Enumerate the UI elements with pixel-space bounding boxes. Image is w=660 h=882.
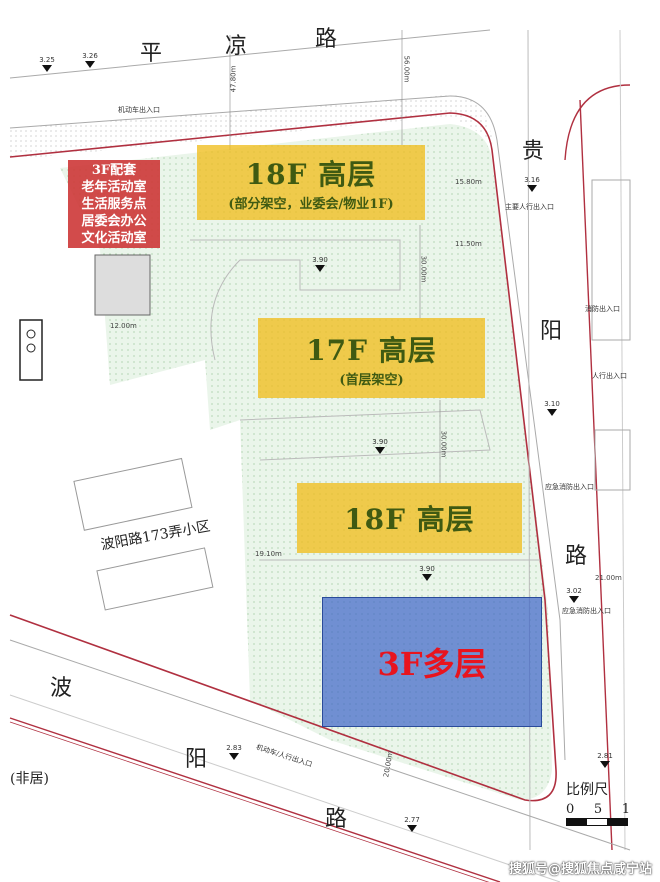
watermark: 搜狐号@搜狐焦点咸宁站 [508,862,652,877]
building-17f[interactable]: 17F 高层 (首层架空) [258,318,485,398]
triangle-icon [315,265,325,272]
amenity-line: 生活服务点 [81,196,147,212]
elevation-marker: 3.90 [368,438,392,454]
elevation-marker: 3.26 [78,52,102,68]
building-label: 18F 高层 [344,503,475,536]
elevation-marker: 3.90 [308,256,332,272]
road-name-char: 阳 [185,747,208,772]
building-3f-lowrise[interactable]: 3F多层 [322,597,542,727]
dimension-label: 15.80m [455,178,482,186]
scale-bar-graphic [566,818,628,826]
dimension-label: 11.50m [455,240,482,248]
triangle-icon [407,825,417,832]
road-name-char: 阳 [540,319,563,344]
elevation-marker: 3.90 [415,565,439,581]
amenity-line: 3F配套 [91,162,137,178]
elevation-marker: 3.10 [540,400,564,416]
dimension-label: 30.00m [419,255,428,283]
triangle-icon [229,753,239,760]
amenity-line: 老年活动室 [81,179,147,195]
dimension-label: 56.00m [402,55,411,83]
entrance-label: 消防出入口 [585,305,620,313]
entrance-label: 应急消防出入口 [562,607,611,615]
scale-tick: 5 [593,802,603,817]
entrance-label: 机动车出入口 [118,106,160,114]
triangle-icon [375,447,385,454]
dimension-label: 12.00m [110,322,137,330]
dimension-label: 30.00m [439,430,448,458]
road-name-char: 路 [325,807,348,832]
entrance-label: 人行出入口 [592,372,627,380]
building-18f-south[interactable]: 18F 高层 [297,483,522,553]
elevation-marker: 2.77 [400,816,424,832]
amenity-line: 文化活动室 [81,230,147,246]
building-label: 18F 高层 [245,158,377,191]
scale-tick: 1 [621,802,630,817]
road-name-char: 波 [50,676,73,701]
entrance-label: 应急消防出入口 [545,483,594,491]
dimension-label: 47.80m [229,65,238,93]
amenity-box[interactable]: 3F配套 老年活动室 生活服务点 居委会办公 文化活动室 [68,160,160,248]
dimension-label: 21.00m [595,574,622,582]
elevation-marker: 3.25 [35,56,59,72]
building-18f-north[interactable]: 18F 高层 (部分架空，业委会/物业1F) [197,145,425,220]
road-name-char: 路 [565,544,588,569]
road-name-char: 路 [315,27,338,52]
elevation-marker: 2.81 [593,752,617,768]
road-name-char: 凉 [225,34,248,59]
road-name-char: 贵 [522,139,545,164]
non-residential-label: (非居) [10,771,49,787]
triangle-icon [85,61,95,68]
site-boundary [9,112,557,802]
triangle-icon [547,409,557,416]
scale-title: 比例尺 [566,782,608,798]
road-name-char: 平 [140,41,163,66]
building-label: 17F 高层 [306,333,437,367]
building-note: (部分架空，业委会/物业1F) [228,197,394,212]
building-note: (首层架空) [339,372,404,388]
triangle-icon [422,574,432,581]
building-label: 3F多层 [377,645,487,683]
north-sidewalk [10,95,492,160]
triangle-icon [527,185,537,192]
entrance-label: 主要人行出入口 [505,203,554,211]
scale-tick: 0 [566,802,575,817]
scale-bar: 比例尺 0 5 1 [566,782,630,826]
triangle-icon [569,596,579,603]
elevation-marker: 2.83 [222,744,246,760]
triangle-icon [42,65,52,72]
dimension-label: 19.10m [255,550,282,558]
elevation-marker: 3.16 [520,176,544,192]
amenity-line: 居委会办公 [81,213,147,229]
triangle-icon [600,761,610,768]
elevation-marker: 3.02 [562,587,586,603]
